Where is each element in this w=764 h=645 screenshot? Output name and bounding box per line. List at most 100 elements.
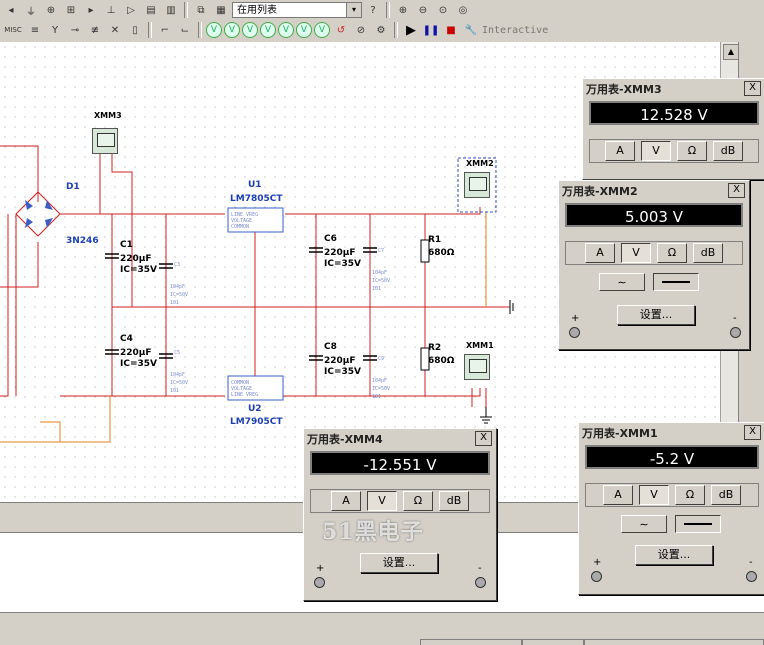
zoom-in-icon[interactable]: ⊕ — [398, 4, 408, 16]
instrument-v3-icon[interactable]: V — [242, 22, 258, 38]
stop-icon[interactable]: ■ — [446, 24, 456, 36]
scope-icon[interactable]: ⊘ — [356, 24, 366, 36]
back-icon[interactable]: ◂ — [8, 4, 14, 16]
antenna-icon[interactable]: Y — [51, 24, 59, 36]
analog-icon[interactable]: ▷ — [127, 4, 135, 16]
xmm1-meter-symbol[interactable] — [464, 354, 490, 380]
ammeter-button[interactable]: A — [605, 141, 635, 161]
c9-ic: IC=50V — [372, 386, 391, 392]
bus-icon[interactable]: ≢ — [90, 24, 100, 36]
scroll-up-icon[interactable]: ▲ — [723, 44, 739, 60]
chevron-down-icon[interactable]: ▾ — [346, 3, 361, 17]
probe-red-icon[interactable]: ↺ — [336, 24, 346, 36]
c5-n: 101 — [170, 388, 180, 394]
c6-value: 220µF — [324, 248, 356, 258]
u2-ref: U2 — [248, 404, 262, 414]
decibel-button[interactable]: dB — [693, 243, 723, 263]
source-icon[interactable]: ⊕ — [46, 4, 56, 16]
ammeter-button[interactable]: A — [585, 243, 615, 263]
close-icon[interactable]: X — [744, 425, 761, 440]
step-icon[interactable]: ⌐ — [160, 24, 170, 36]
misc-label[interactable]: MISC — [4, 26, 22, 34]
decibel-button[interactable]: dB — [711, 485, 741, 505]
ohmmeter-button[interactable]: Ω — [403, 491, 433, 511]
voltmeter-button[interactable]: V — [621, 243, 651, 263]
resistor-icon[interactable]: ⊞ — [66, 4, 76, 16]
settings-button[interactable]: 设置... — [617, 305, 695, 325]
settings-button[interactable]: 设置... — [360, 553, 438, 573]
negative-terminal-label: - — [733, 313, 737, 324]
run-icon[interactable]: ▶ — [406, 22, 416, 38]
c8-ic: IC=35V — [324, 367, 361, 377]
voltmeter-button[interactable]: V — [641, 141, 671, 161]
zoom-fit-icon[interactable]: ◎ — [458, 4, 468, 16]
paste-icon[interactable]: ▦ — [216, 4, 226, 16]
instrument-v2-icon[interactable]: V — [224, 22, 240, 38]
settings-button[interactable]: 设置... — [635, 545, 713, 565]
ohmmeter-button[interactable]: Ω — [675, 485, 705, 505]
dc-button[interactable] — [653, 273, 699, 291]
simulation-mode-label: Interactive — [482, 24, 549, 36]
step2-icon[interactable]: ⌙ — [180, 24, 190, 36]
ammeter-button[interactable]: A — [331, 491, 361, 511]
ohmmeter-button[interactable]: Ω — [657, 243, 687, 263]
positive-terminal[interactable] — [569, 327, 580, 338]
negative-terminal[interactable] — [730, 327, 741, 338]
diode-icon[interactable]: ▸ — [88, 4, 94, 16]
close-icon[interactable]: X — [744, 81, 761, 96]
toolbar-separator — [386, 2, 390, 18]
ttl-icon[interactable]: ▤ — [146, 4, 156, 16]
ac-button[interactable]: ∼ — [599, 273, 645, 291]
ac-wave-icon: ∼ — [617, 275, 627, 289]
instrument-v7-icon[interactable]: V — [314, 22, 330, 38]
transistor-icon[interactable]: ⊥ — [106, 4, 116, 16]
positive-terminal[interactable] — [591, 571, 602, 582]
instrument-v-icon[interactable]: V — [206, 22, 222, 38]
voltmeter-button[interactable]: V — [639, 485, 669, 505]
multimeter-xmm3-window[interactable]: 万用表-XMM3 X 12.528 V A V Ω dB — [582, 78, 764, 180]
tool-icon[interactable]: ✕ — [110, 24, 120, 36]
toolbar-row-1: ◂ ⏚ ⊕ ⊞ ▸ ⊥ ▷ ▤ ▥ ⧉ ▦ 在用列表 ▾ ? ⊕ ⊖ ⊙ ◎ — [0, 0, 472, 20]
voltmeter-button[interactable]: V — [367, 491, 397, 511]
c8-ref: C8 — [324, 342, 337, 352]
in-use-list-combo[interactable]: 在用列表 ▾ — [232, 2, 362, 18]
ground-icon[interactable]: ⏚ — [26, 6, 36, 18]
status-cell — [522, 639, 584, 645]
copy-icon[interactable]: ⧉ — [197, 4, 205, 16]
multimeter-xmm4-window[interactable]: 万用表-XMM4 X -12.551 V A V Ω dB 设置... + - — [303, 428, 497, 601]
negative-terminal[interactable] — [475, 577, 486, 588]
decibel-button[interactable]: dB — [439, 491, 469, 511]
positive-terminal-label: + — [571, 313, 580, 324]
c9-n: 101 — [372, 394, 382, 400]
multimeter-xmm2-window[interactable]: 万用表-XMM2 X 5.003 V A V Ω dB ∼ 设置... + - — [558, 180, 750, 350]
pause-icon[interactable]: ❚❚ — [422, 24, 440, 36]
help-icon[interactable]: ? — [370, 4, 376, 16]
cmos-icon[interactable]: ▥ — [166, 4, 176, 16]
c1-ic: IC=35V — [120, 265, 157, 275]
close-icon[interactable]: X — [728, 183, 745, 198]
zoom-area-icon[interactable]: ⊙ — [438, 4, 448, 16]
instrument-v6-icon[interactable]: V — [296, 22, 312, 38]
ohmmeter-button[interactable]: Ω — [677, 141, 707, 161]
probe-icon[interactable]: ⊸ — [70, 24, 80, 36]
dc-button[interactable] — [675, 515, 721, 533]
ammeter-button[interactable]: A — [603, 485, 633, 505]
negative-terminal[interactable] — [746, 571, 757, 582]
ac-button[interactable]: ∼ — [621, 515, 667, 533]
decibel-button[interactable]: dB — [713, 141, 743, 161]
positive-terminal[interactable] — [314, 577, 325, 588]
xmm2-label: XMM2 — [466, 159, 494, 168]
instrument-v4-icon[interactable]: V — [260, 22, 276, 38]
instrument-v5-icon[interactable]: V — [278, 22, 294, 38]
misc-component-icon[interactable]: ≡ — [30, 24, 40, 36]
zoom-out-icon[interactable]: ⊖ — [418, 4, 428, 16]
book-icon[interactable]: ▯ — [132, 24, 138, 36]
xmm2-meter-symbol[interactable] — [464, 172, 490, 198]
multimeter-xmm1-window[interactable]: 万用表-XMM1 X -5.2 V A V Ω dB ∼ 设置... + - — [578, 422, 764, 595]
d1-ref: D1 — [66, 182, 80, 192]
close-icon[interactable]: X — [475, 431, 492, 446]
xmm3-meter-symbol[interactable] — [92, 128, 118, 154]
gear-icon[interactable]: ⚙ — [376, 24, 386, 36]
wrench-icon[interactable]: 🔧 — [464, 24, 478, 36]
c4-ic: IC=35V — [120, 359, 157, 369]
